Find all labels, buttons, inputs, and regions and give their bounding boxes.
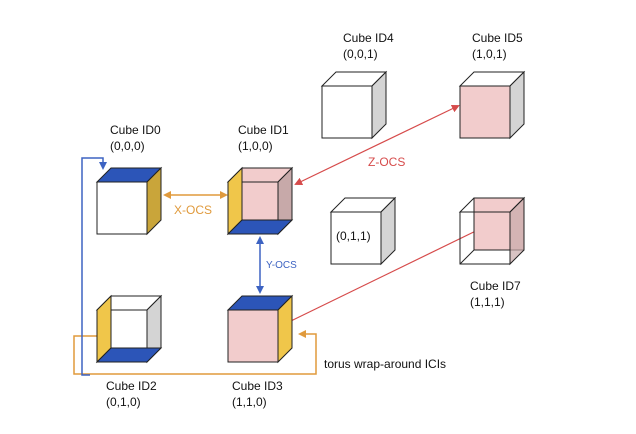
cube-id5-coord: (1,0,1) — [472, 47, 507, 61]
z-ocs-link-upper — [294, 104, 460, 186]
cube-id3 — [226, 294, 294, 364]
cube-id3-coord: (1,1,0) — [232, 395, 267, 409]
cube-id0 — [95, 166, 163, 236]
cube-id1-bottom-face — [226, 219, 294, 235]
cube-id5-front — [459, 85, 511, 139]
cube-id0-label: Cube ID0 — [110, 123, 161, 137]
cube-id7-label: Cube ID7 — [470, 279, 521, 293]
cube-id3-label: Cube ID3 — [232, 379, 283, 393]
cube-id4 — [320, 70, 388, 140]
cube-id4-coord: (0,0,1) — [343, 47, 378, 61]
cube-id4-label: Cube ID4 — [343, 31, 394, 45]
z-ocs-label: Z-OCS — [368, 155, 405, 169]
z-ocs-link-lower — [256, 225, 488, 338]
x-ocs-label: X-OCS — [174, 203, 212, 217]
cube-id6 — [329, 196, 397, 266]
cube-id1-label: Cube ID1 — [238, 123, 289, 137]
cube-id7-edge — [459, 249, 475, 265]
torus-link-vertical — [81, 157, 107, 376]
cube-id6-front — [330, 211, 382, 265]
cube-id2 — [95, 294, 163, 364]
cube-id3-front — [227, 309, 279, 363]
cube-id5 — [458, 70, 526, 140]
cube-id4-front — [321, 85, 373, 139]
cube-id0-coord: (0,0,0) — [110, 139, 145, 153]
torus-blue-link — [81, 157, 107, 376]
cube-id1 — [226, 166, 294, 236]
y-ocs-label: Y-OCS — [266, 260, 297, 271]
cube-id2-label: Cube ID2 — [106, 379, 157, 393]
torus-label: torus wrap-around ICIs — [324, 357, 446, 371]
cube-id1-coord: (1,0,0) — [238, 139, 273, 153]
cube-id6-coord: (0,1,1) — [336, 229, 371, 243]
cube-id2-coord: (0,1,0) — [106, 395, 141, 409]
cube-id0-front — [96, 181, 148, 235]
cube-id7-front — [459, 211, 511, 265]
cube-id2-bottom-face — [95, 347, 163, 363]
cube-id7-coord: (1,1,1) — [470, 295, 505, 309]
cube-id5-label: Cube ID5 — [472, 31, 523, 45]
cube-id7 — [458, 196, 526, 266]
